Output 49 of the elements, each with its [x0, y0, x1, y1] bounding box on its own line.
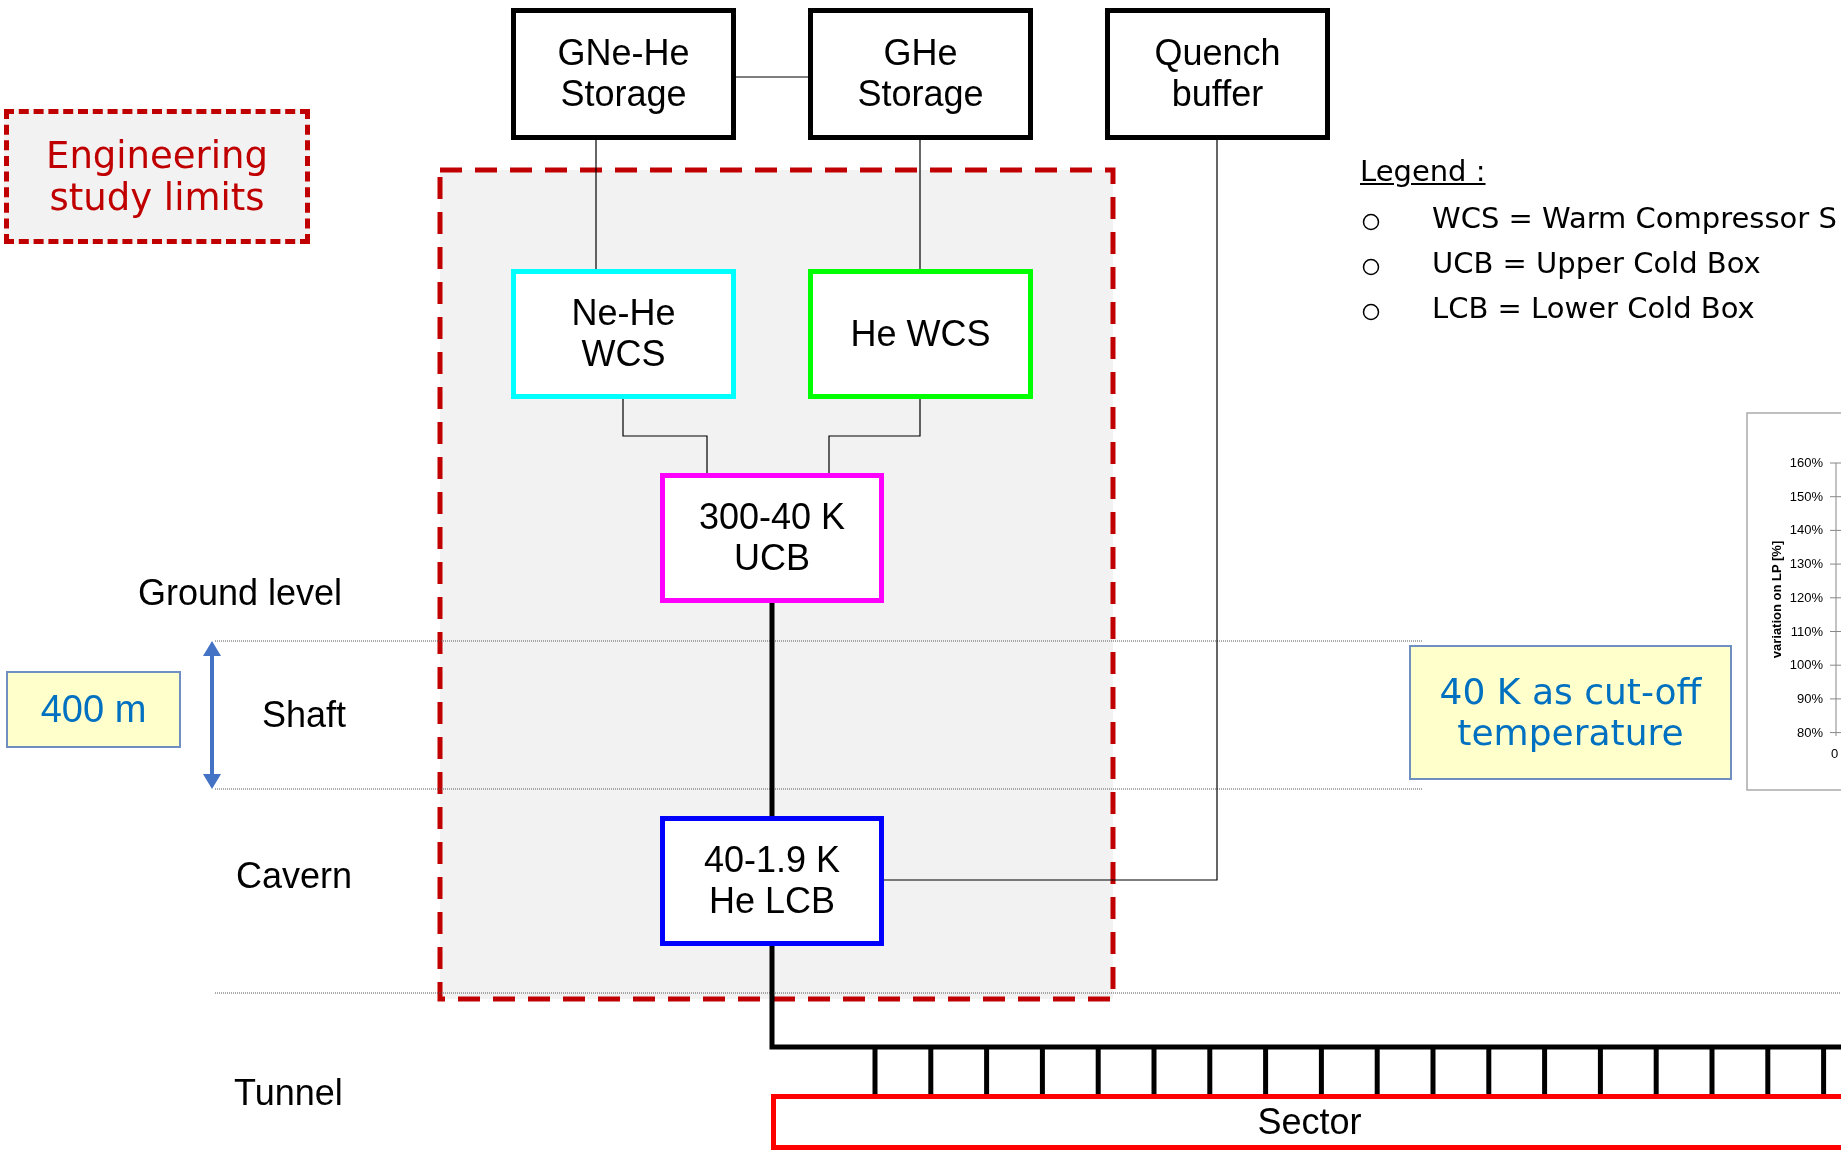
legend-item: LCB = Lower Cold Box: [1432, 291, 1755, 325]
tick-label: 140%: [1789, 522, 1823, 538]
level-label: Tunnel: [234, 1072, 343, 1114]
axis-title: variation on LP [%]: [1768, 539, 1784, 660]
legend-item: UCB = Upper Cold Box: [1432, 246, 1761, 280]
tick-label: 150%: [1789, 488, 1823, 504]
tick-label: 80%: [1796, 724, 1823, 740]
tick-label: 100%: [1789, 657, 1823, 673]
connector-line: [828, 398, 921, 474]
compressor-box: [511, 269, 736, 399]
level-label: Shaft: [262, 694, 347, 736]
dimension-box: [6, 671, 181, 748]
legend-item: WCS = Warm Compressor S: [1432, 201, 1837, 235]
node-label: He WCS: [850, 313, 991, 355]
connector-line: [769, 603, 775, 816]
tick-label: 130%: [1789, 556, 1823, 572]
cold-box: [660, 816, 884, 946]
connector-line: [769, 946, 1841, 1050]
node-label: 400 m: [40, 688, 147, 731]
node-label: Ne-He WCS: [570, 293, 677, 375]
connector-line: [735, 76, 809, 78]
connector-line: [883, 139, 1218, 881]
node-label: Quench buffer: [1153, 33, 1282, 115]
cold-box: [660, 473, 884, 603]
level-label: Cavern: [236, 855, 353, 897]
tick-label: 120%: [1789, 589, 1823, 605]
tick-label: 0: [1831, 746, 1839, 761]
tick-label: 90%: [1796, 690, 1823, 706]
buffer-box: [1105, 8, 1330, 140]
node-label: GNe-He Storage: [556, 33, 691, 115]
compressor-box: [808, 269, 1033, 399]
connector-line: [919, 139, 921, 270]
limit-legend-box: [4, 109, 310, 244]
tick-label: 160%: [1789, 455, 1823, 470]
node-label: 40-1.9 K He LCB: [702, 840, 842, 922]
connector-line: [595, 139, 597, 270]
sector-box: [771, 1094, 1841, 1150]
node-label: Engineering study limits: [45, 134, 269, 219]
legend-heading: Legend :: [1360, 154, 1486, 188]
node-label: 300-40 K UCB: [697, 497, 847, 579]
note-box: [1409, 645, 1732, 780]
connector-line: [622, 398, 708, 474]
node-label: 40 K as cut-off temperature: [1438, 671, 1703, 754]
node-label: Sector: [1257, 1101, 1362, 1143]
tick-label: 110%: [1790, 623, 1823, 639]
level-label: Ground level: [138, 572, 343, 614]
node-label: GHe Storage: [856, 33, 985, 115]
storage-box: [511, 8, 736, 140]
storage-box: [808, 8, 1033, 140]
